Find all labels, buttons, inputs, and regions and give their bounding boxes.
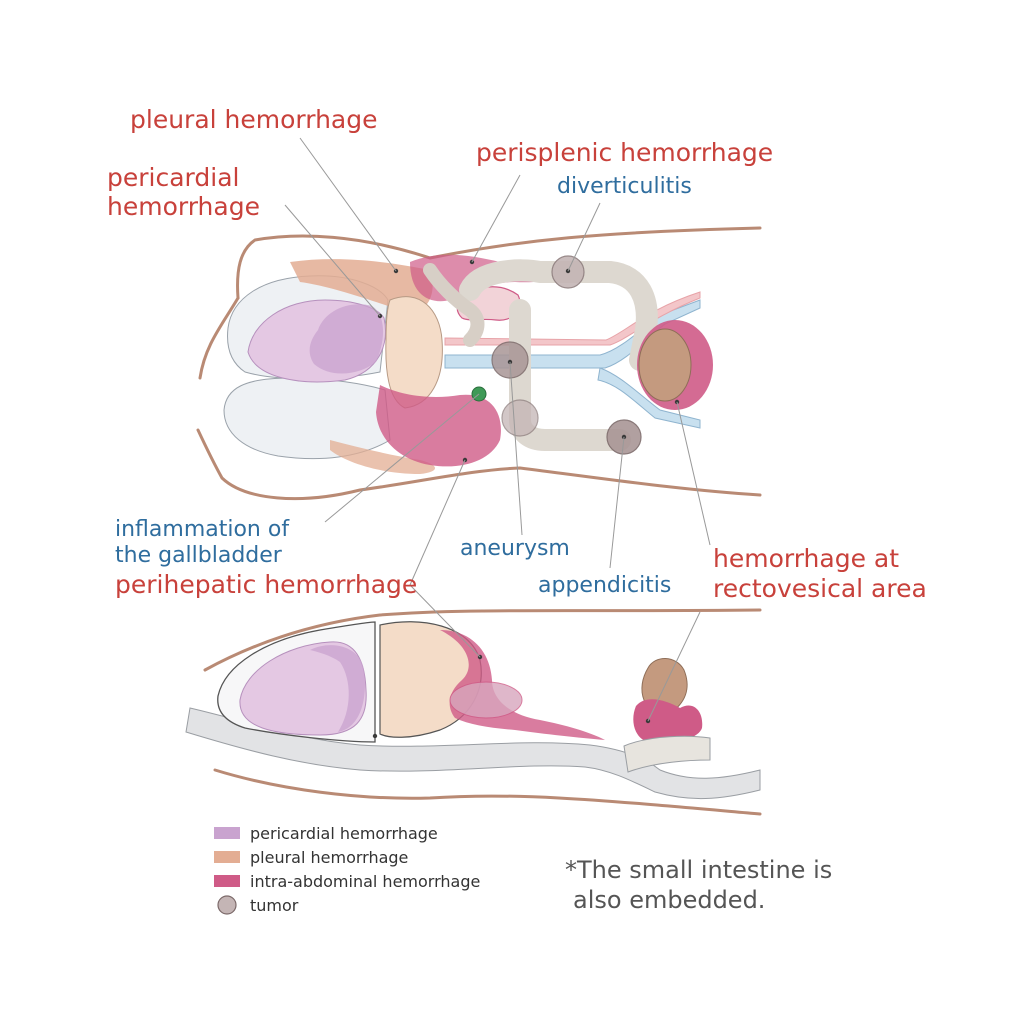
side-body-outline-top xyxy=(203,608,762,672)
spine xyxy=(185,707,761,800)
footnote: *The small intestine is also embedded. xyxy=(565,856,832,914)
legend-label-pericardial: pericardial hemorrhage xyxy=(250,824,438,843)
side-view xyxy=(185,608,762,816)
rectovesical-region-side xyxy=(633,699,703,743)
leader-aneurysm xyxy=(509,361,523,536)
label-diverticulitis: diverticulitis xyxy=(557,174,692,199)
label-perisplenic-hemorrhage: perisplenic hemorrhage xyxy=(476,138,773,167)
leader-perisplenic xyxy=(471,174,521,263)
heart-side xyxy=(239,641,367,736)
legend-swatch-tumor xyxy=(217,895,237,915)
leader-appendicitis xyxy=(609,436,625,569)
leader-gallbladder xyxy=(324,393,480,523)
perihepatic-hemorrhage-region xyxy=(376,385,501,467)
leader-perihepatic-top xyxy=(409,459,466,586)
leader-perihepatic-side xyxy=(409,584,481,658)
legend-label-tumor: tumor xyxy=(250,896,299,915)
pointer-dot-side-diaphragm xyxy=(372,733,378,739)
iliac-vessel xyxy=(597,367,701,429)
label-gallbladder-line2: the gallbladder xyxy=(115,543,283,568)
label-perihepatic-hemorrhage: perihepatic hemorrhage xyxy=(115,570,417,599)
pericardial-hemorrhage-region xyxy=(309,304,384,374)
top-body-outline-lower xyxy=(196,428,762,501)
label-pericardial-line2: hemorrhage xyxy=(107,192,260,221)
legend-swatch-pleural xyxy=(214,851,240,863)
label-appendicitis: appendicitis xyxy=(538,573,671,598)
lung-lower xyxy=(223,377,391,460)
leader-diverticulitis xyxy=(567,202,601,272)
leader-rectovesical-side xyxy=(647,611,701,722)
intestine-loop xyxy=(423,263,485,347)
rectum-side xyxy=(623,735,711,773)
labels: pleural hemorrhage perisplenic hemorrhag… xyxy=(107,105,927,603)
top-body-outline-left xyxy=(198,296,240,380)
label-pleural-hemorrhage: pleural hemorrhage xyxy=(130,105,378,134)
pleural-hemorrhage-region-bottom xyxy=(330,440,435,474)
intestine-side xyxy=(449,681,523,719)
legend-swatch-pericardial xyxy=(214,827,240,839)
label-aneurysm: aneurysm xyxy=(460,536,570,561)
footnote-line2: also embedded. xyxy=(573,886,765,914)
label-gallbladder-line1: inflammation of xyxy=(115,517,290,542)
side-body-outline-bottom xyxy=(213,768,762,816)
top-body-outline xyxy=(236,226,762,300)
leader-pleural xyxy=(299,137,397,272)
leader-lines xyxy=(284,137,711,722)
legend-label-intra-abdominal: intra-abdominal hemorrhage xyxy=(250,872,480,891)
tumor-aneurysm-lower xyxy=(501,399,539,437)
leader-rectovesical-top xyxy=(676,401,711,546)
bladder xyxy=(638,328,692,402)
label-rectovesical-line1: hemorrhage at xyxy=(713,544,899,573)
footnote-line1: *The small intestine is xyxy=(565,856,832,884)
legend-swatch-intra-abdominal xyxy=(214,875,240,887)
label-rectovesical-line2: rectovesical area xyxy=(713,574,927,603)
legend-label-pleural: pleural hemorrhage xyxy=(250,848,408,867)
top-view xyxy=(196,226,762,501)
leader-pericardial xyxy=(284,204,381,317)
label-pericardial-line1: pericardial xyxy=(107,163,239,192)
pericardial-region-side xyxy=(310,645,365,732)
legend: pericardial hemorrhage pleural hemorrhag… xyxy=(214,824,480,915)
